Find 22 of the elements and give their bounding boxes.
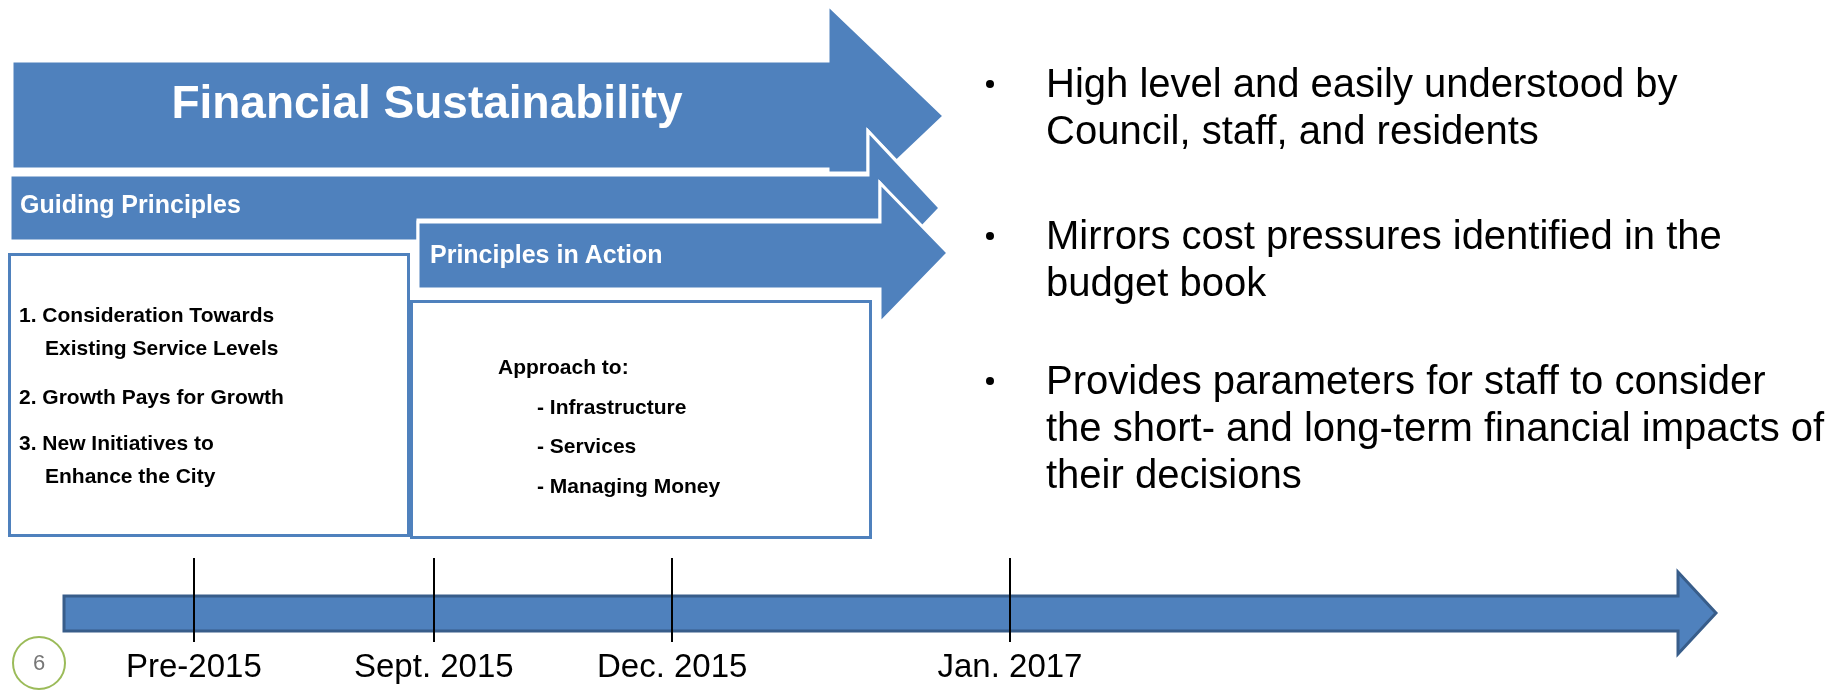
banner-label: Principles in Action [430,240,663,269]
banner-title: Financial Sustainability [170,75,684,129]
bullet-text: Mirrors cost pressures identified in the budget book [1046,212,1723,306]
text-panel [8,253,410,537]
principle-item: 3. New Initiatives to Enhance the City [19,430,217,489]
principle-item: 2. Growth Pays for Growth [19,384,284,410]
text-panel [410,300,872,539]
timeline-date: Dec. 2015 [597,647,748,685]
timeline-date: Jan. 2017 [937,647,1083,685]
list-item: - Services [537,433,637,459]
arrow-banner [12,5,944,173]
principle-item: 1. Consideration Towards Existing Service Levels [19,302,280,361]
timeline-date: Pre-2015 [126,647,262,685]
page-number-circle [12,636,66,690]
list-item: - Managing Money [537,473,721,499]
bullet-text: High level and easily understood by Council, staff, and residents [1046,60,1679,154]
list-item: - Infrastructure [537,394,687,420]
bullet-text: Provides parameters for staff to consider the short- and long-term financial impacts of their decisions [1046,357,1826,498]
timeline-date: Sept. 2015 [354,647,514,685]
list-heading: Approach to: [498,354,629,380]
page-number: 6 [31,650,47,676]
banner-label: Guiding Principles [20,190,241,219]
